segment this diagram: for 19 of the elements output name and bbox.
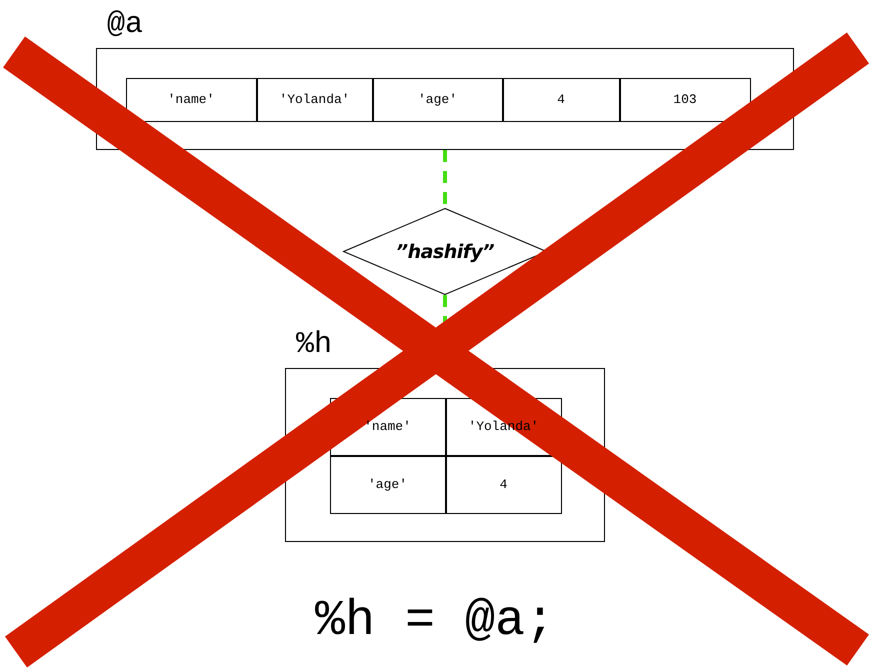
table-cell	[446, 456, 562, 514]
cell-value: 'Yolanda'	[279, 92, 350, 107]
variable-name: @a	[107, 7, 144, 43]
code-statement: %h = @a;	[314, 593, 556, 650]
cell-value: 4	[557, 92, 565, 107]
operation-label: ”hashify”	[396, 240, 494, 262]
table-cell	[330, 456, 446, 514]
table-cell	[372, 78, 502, 122]
table-cell	[620, 78, 750, 122]
table-cell	[502, 78, 620, 122]
variable-name: %h	[296, 327, 332, 363]
cell-value: 'age'	[368, 477, 407, 492]
cell-value: 4	[500, 477, 508, 492]
table-cell	[256, 78, 372, 122]
cell-value: 'name'	[364, 419, 411, 434]
cell-value: 103	[673, 92, 697, 107]
cell-value: 'age'	[418, 92, 457, 107]
cell-value: 'name'	[168, 92, 214, 107]
table-cell	[126, 78, 256, 122]
